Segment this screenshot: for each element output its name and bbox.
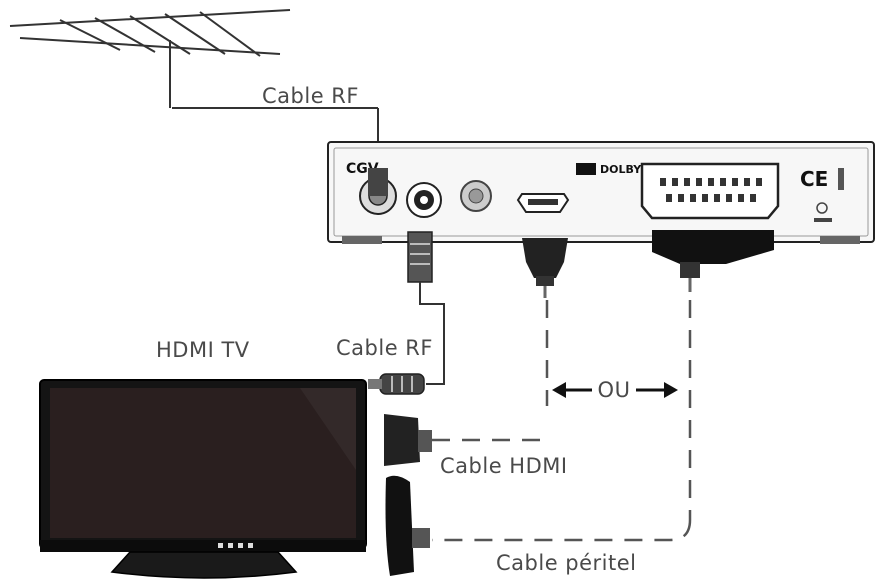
cable-hdmi-label: Cable HDMI (440, 454, 568, 478)
dashed-cables (432, 300, 692, 542)
tv-screen (50, 388, 356, 538)
hdmi-plug-tv-icon (384, 414, 432, 466)
hdmi-plug-icon (522, 238, 568, 298)
cable-rf-top-label: Cable RF (262, 84, 359, 108)
cable-peritel-label: Cable péritel (496, 551, 637, 575)
dolby-label: DOLBY (600, 163, 642, 176)
cable-rf-bottom-label: Cable RF (336, 336, 433, 360)
set-top-box: CGV DOLBY CE (327, 141, 875, 244)
scart-plug-icon (652, 230, 774, 292)
rf-plug-tv-icon (368, 373, 425, 395)
ce-mark: CE (800, 167, 828, 191)
tv-icon (39, 379, 367, 579)
double-arrow-icon (552, 382, 678, 398)
scart-port (640, 162, 780, 220)
dolby-logo (576, 163, 596, 175)
scart-plug-tv-icon (385, 475, 430, 576)
antenna-icon (9, 9, 379, 170)
hdmi-tv-label: HDMI TV (156, 338, 250, 362)
ou-label: OU (598, 378, 631, 402)
rf-cable (419, 282, 445, 385)
rf-plug-icon (407, 231, 433, 283)
